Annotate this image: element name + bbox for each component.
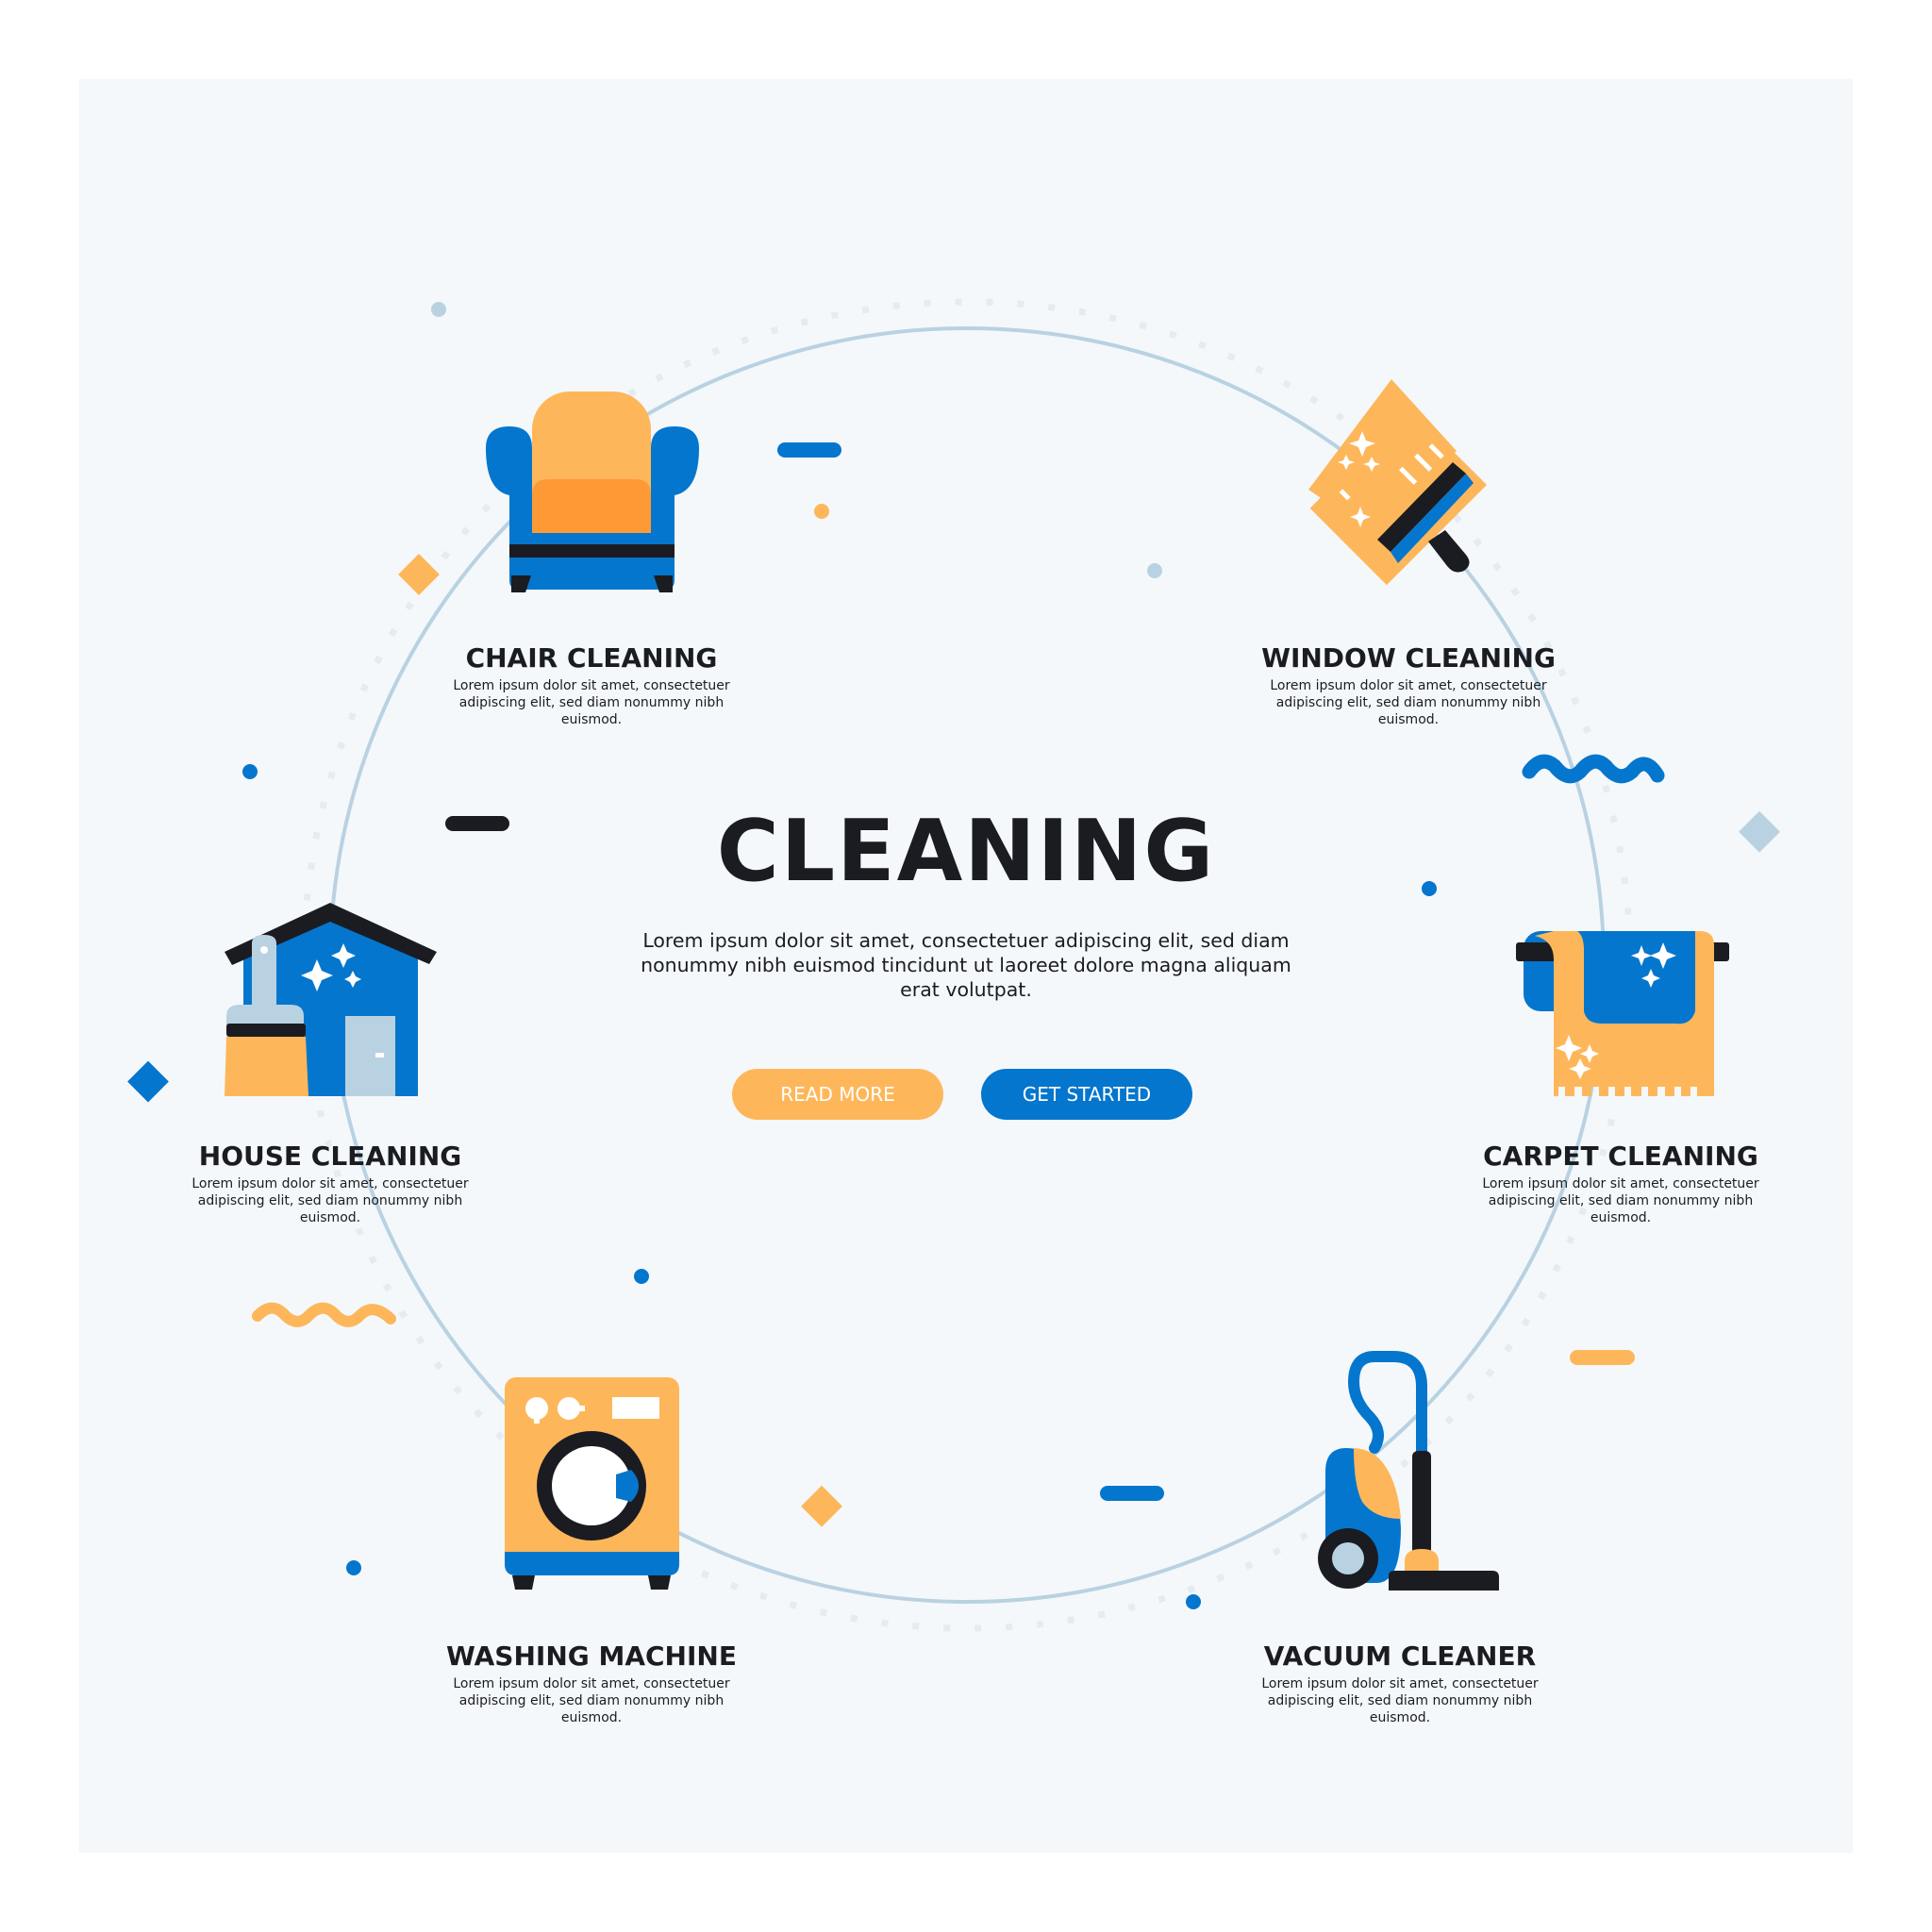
dot-shape — [346, 1560, 361, 1575]
feature-title-chair: CHAIR CLEANING — [465, 642, 718, 674]
dot-shape — [1147, 563, 1162, 578]
feature-title-house: HOUSE CLEANING — [198, 1141, 462, 1172]
dot-shape — [1422, 881, 1437, 896]
dot-shape — [431, 302, 446, 317]
feature-description-washing-machine: Lorem ipsum dolor sit amet, consectetuer… — [453, 1676, 730, 1725]
feature-title-washing-machine: WASHING MACHINE — [446, 1641, 737, 1672]
feature-title-carpet: CARPET CLEANING — [1483, 1141, 1758, 1172]
wave-shape — [252, 1302, 396, 1327]
dot-shape — [1186, 1594, 1201, 1609]
diamond-shape — [398, 554, 440, 595]
get-started-button[interactable]: GET STARTED — [981, 1069, 1192, 1120]
dot-shape — [242, 764, 258, 779]
page-title: CLEANING — [716, 802, 1216, 901]
diamond-shape — [127, 1060, 169, 1103]
feature-description-house: Lorem ipsum dolor sit amet, consectetuer… — [192, 1176, 469, 1225]
feature-description-chair: Lorem ipsum dolor sit amet, consectetuer… — [453, 678, 730, 727]
feature-description-carpet: Lorem ipsum dolor sit amet, consectetuer… — [1482, 1176, 1759, 1225]
washing-machine-icon — [505, 1377, 679, 1590]
squeegee-icon — [1308, 379, 1488, 586]
house-brush-icon — [225, 903, 437, 1096]
hero-description: Lorem ipsum dolor sit amet, consectetuer… — [641, 929, 1291, 1001]
diamond-shape — [1739, 810, 1780, 853]
diamond-shape — [801, 1485, 842, 1527]
armchair-icon — [486, 391, 699, 592]
feature-description-vacuum: Lorem ipsum dolor sit amet, consectetuer… — [1261, 1676, 1539, 1725]
feature-description-window: Lorem ipsum dolor sit amet, consectetuer… — [1270, 678, 1547, 727]
vacuum-cleaner-icon — [1318, 1351, 1499, 1591]
feature-title-window: WINDOW CLEANING — [1261, 642, 1556, 674]
dot-shape — [634, 1269, 649, 1284]
carpet-icon — [1516, 931, 1729, 1096]
dot-shape — [814, 504, 829, 519]
feature-title-vacuum: VACUUM CLEANER — [1263, 1641, 1537, 1672]
wave-shape — [1522, 754, 1665, 784]
read-more-button[interactable]: READ MORE — [732, 1069, 943, 1120]
